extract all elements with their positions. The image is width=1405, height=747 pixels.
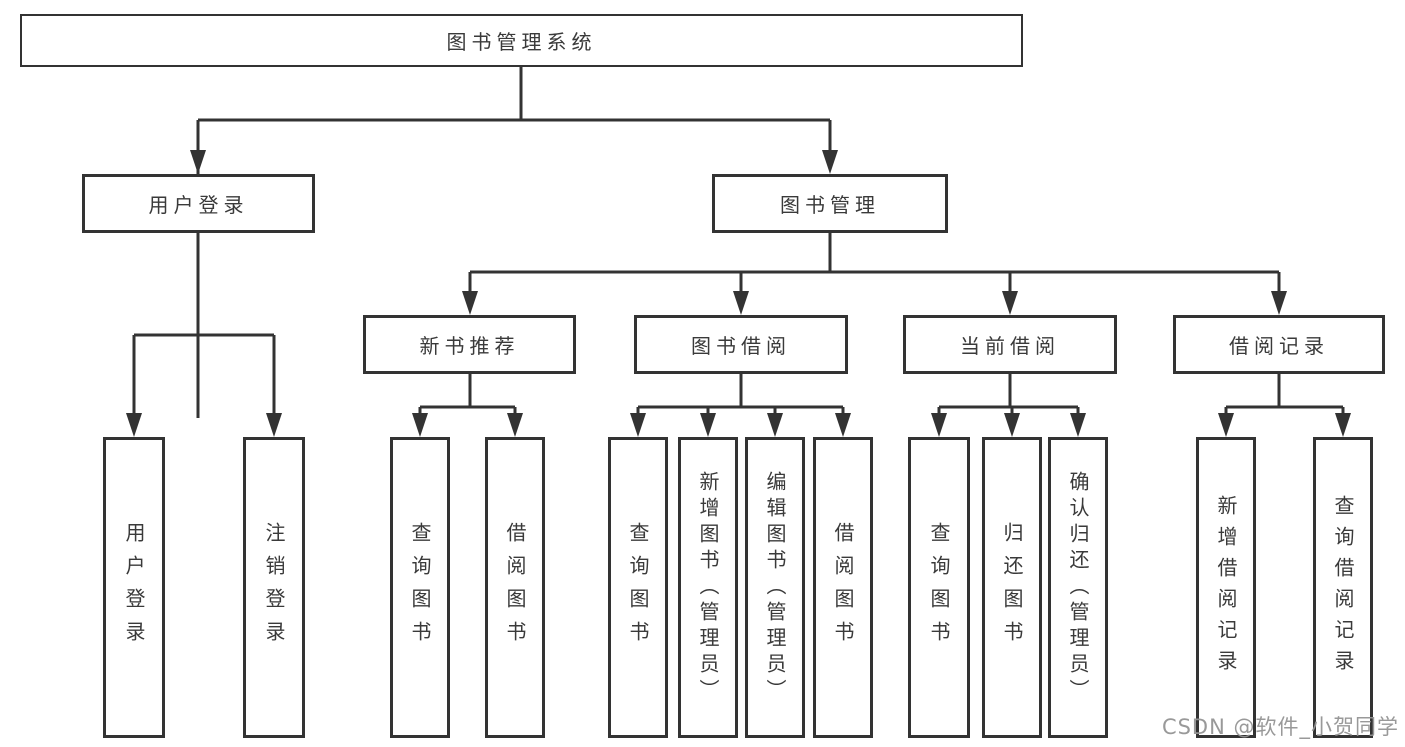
- leaf-label: 查询图书: [927, 521, 951, 654]
- node-leaf-query-borrow-record: 查询借阅记录: [1313, 437, 1373, 738]
- node-user-login: 用户登录: [82, 174, 315, 233]
- node-book-borrow: 图书借阅: [634, 315, 848, 374]
- node-leaf-user-login: 用户登录: [103, 437, 165, 738]
- leaf-label: 归还图书: [1000, 521, 1024, 654]
- watermark-text: CSDN @软件_小贺同学: [1161, 715, 1399, 739]
- leaf-label: 用户登录: [122, 521, 146, 654]
- node-leaf-add-borrow-record: 新增借阅记录: [1196, 437, 1256, 738]
- node-current-borrow: 当前借阅: [903, 315, 1117, 374]
- node-borrow-records: 借阅记录: [1173, 315, 1385, 374]
- leaf-label: 新增图书（管理员）: [696, 470, 720, 705]
- node-leaf-borrow-books-borrow: 借阅图书: [813, 437, 873, 738]
- leaf-label: 注销登录: [262, 521, 286, 654]
- leaf-label: 查询图书: [626, 521, 650, 654]
- leaf-label: 查询图书: [408, 521, 432, 654]
- node-leaf-query-books-borrow: 查询图书: [608, 437, 668, 738]
- leaf-label: 编辑图书（管理员）: [763, 470, 787, 705]
- node-leaf-borrow-books-recommend: 借阅图书: [485, 437, 545, 738]
- node-book-management: 图书管理: [712, 174, 948, 233]
- node-root: 图书管理系统: [20, 14, 1023, 67]
- node-leaf-logout: 注销登录: [243, 437, 305, 738]
- leaf-label: 查询借阅记录: [1331, 494, 1355, 681]
- leaf-label: 新增借阅记录: [1214, 494, 1238, 681]
- node-new-book-recommend: 新书推荐: [363, 315, 576, 374]
- node-leaf-confirm-return-admin: 确认归还（管理员）: [1048, 437, 1108, 738]
- node-leaf-edit-books-admin: 编辑图书（管理员）: [745, 437, 805, 738]
- node-leaf-query-books-recommend: 查询图书: [390, 437, 450, 738]
- leaf-label: 借阅图书: [831, 521, 855, 654]
- leaf-label: 确认归还（管理员）: [1066, 470, 1090, 705]
- node-leaf-return-books: 归还图书: [982, 437, 1042, 738]
- node-leaf-add-books-admin: 新增图书（管理员）: [678, 437, 738, 738]
- leaf-label: 借阅图书: [503, 521, 527, 654]
- node-leaf-query-books-current: 查询图书: [908, 437, 970, 738]
